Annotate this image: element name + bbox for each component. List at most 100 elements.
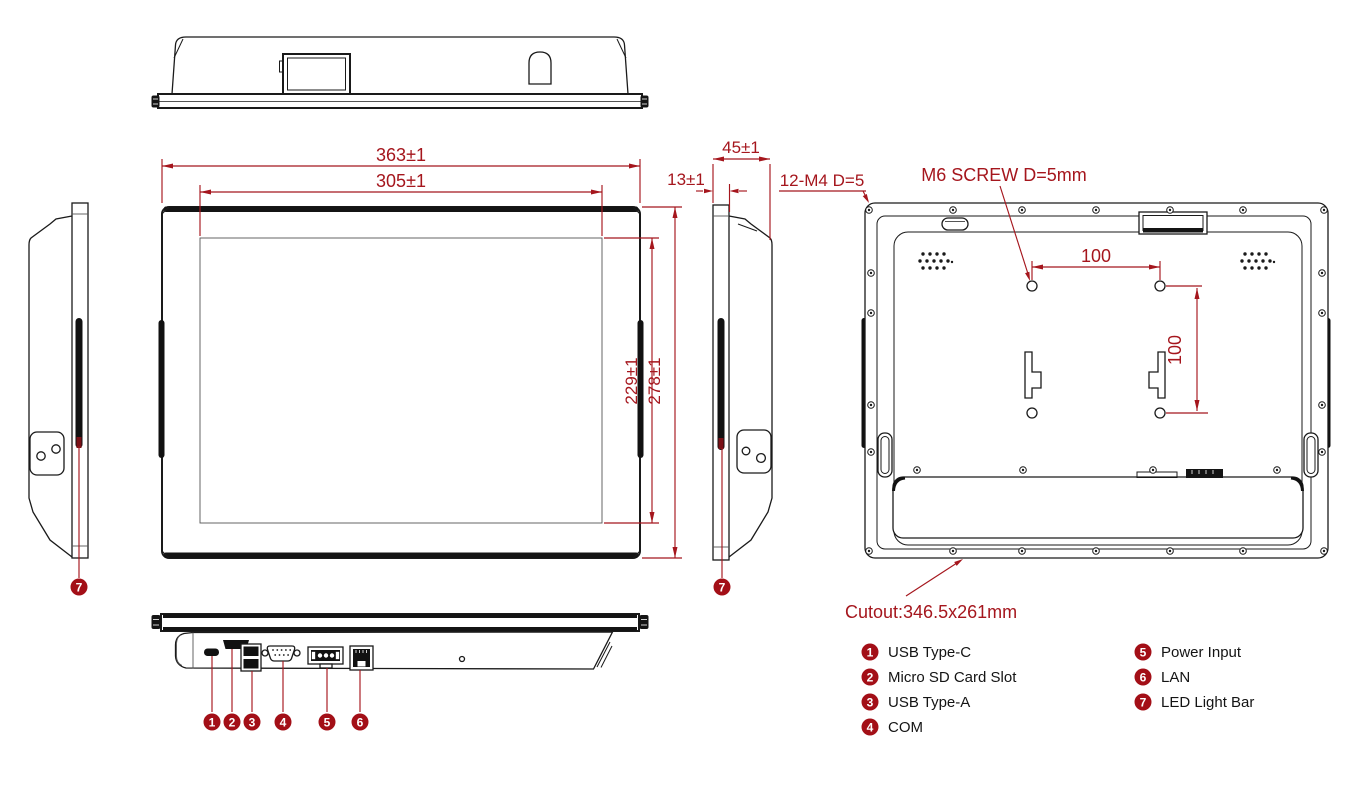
vesa-hole-bottom-right xyxy=(1154,407,1166,419)
dim-vesa-horizontal: 100 xyxy=(1081,246,1111,266)
dim-display-height: 229±1 xyxy=(622,357,641,404)
svg-text:Power Input: Power Input xyxy=(1161,644,1242,661)
rear-module-block-base xyxy=(1143,228,1203,233)
callout-4: 4 xyxy=(274,713,292,731)
led-light-bar-left-edge xyxy=(158,320,165,458)
top-view-left-end-nub xyxy=(151,95,160,108)
front-view xyxy=(158,206,644,559)
annotation-cutout: Cutout:346.5x261mm xyxy=(845,602,1017,622)
legend-badge-7 xyxy=(1134,693,1152,711)
top-view xyxy=(151,36,649,109)
led-light-bar xyxy=(717,318,725,450)
legend-badge-3 xyxy=(861,693,879,711)
recess-corner-right xyxy=(1290,476,1304,492)
svg-text:6: 6 xyxy=(1140,671,1147,685)
led-light-bar xyxy=(75,318,83,448)
top-view-module-block xyxy=(282,53,351,95)
dim-depth: 45±1 xyxy=(722,138,760,157)
legend-item-power: 5 Power Input xyxy=(1134,643,1242,661)
rear-connector-slot xyxy=(1136,471,1178,478)
dim-vesa-vertical: 100 xyxy=(1165,335,1185,365)
svg-text:COM: COM xyxy=(888,719,923,736)
dimension-annotations: 363±1 305±1 229±1 278±1 45±1 13±1 12-M4 … xyxy=(161,138,1208,622)
bracket-hole xyxy=(51,444,61,454)
svg-text:4: 4 xyxy=(280,716,287,730)
callout-5: 5 xyxy=(318,713,336,731)
callout-1: 1 xyxy=(203,713,221,731)
left-side-back-cover xyxy=(28,215,73,558)
legend-item-led-bar: 7 LED Light Bar xyxy=(1134,693,1254,711)
bottom-left-nub xyxy=(151,615,161,629)
top-view-corner-line-left xyxy=(173,38,184,59)
lan-port xyxy=(349,645,374,671)
legend-item-micro-sd: 2 Micro SD Card Slot xyxy=(861,668,1017,686)
legend-badge-4 xyxy=(861,718,879,736)
legend-item-lan: 6 LAN xyxy=(1134,668,1190,686)
vesa-hole-top-left xyxy=(1026,280,1038,292)
legend-badge-1 xyxy=(861,643,879,661)
svg-text:7: 7 xyxy=(719,581,726,595)
vesa-hole-top-right xyxy=(1154,280,1166,292)
bottom-screw-hole xyxy=(458,655,466,663)
annotation-vesa-screw: M6 SCREW D=5mm xyxy=(921,165,1087,185)
svg-text:7: 7 xyxy=(1140,696,1147,710)
svg-text:3: 3 xyxy=(867,696,874,710)
display-active-area xyxy=(199,237,603,524)
port-legend: 1 USB Type-C 2 Micro SD Card Slot 3 USB … xyxy=(861,643,1254,736)
bracket-hole xyxy=(741,446,751,456)
svg-text:5: 5 xyxy=(324,716,331,730)
callout-6: 6 xyxy=(351,713,369,731)
legend-item-usb-a: 3 USB Type-A xyxy=(861,693,970,711)
svg-text:Micro SD Card Slot: Micro SD Card Slot xyxy=(888,669,1017,686)
vesa-hole-bottom-left xyxy=(1026,407,1038,419)
legend-badge-6 xyxy=(1134,668,1152,686)
led-light-bar-tip xyxy=(718,438,724,449)
callout-2: 2 xyxy=(223,713,241,731)
svg-text:USB Type-A: USB Type-A xyxy=(888,694,970,711)
svg-text:1: 1 xyxy=(209,716,216,730)
usb-c-port xyxy=(204,648,219,656)
mount-hook-right xyxy=(1148,351,1166,399)
svg-text:2: 2 xyxy=(229,716,236,730)
side-handle-slot-right xyxy=(1303,432,1319,478)
svg-text:LED Light Bar: LED Light Bar xyxy=(1161,694,1254,711)
callout-3: 3 xyxy=(243,713,261,731)
back-panel xyxy=(893,231,1303,546)
dim-front-thickness: 13±1 xyxy=(667,170,705,189)
bottom-right-nub xyxy=(639,615,649,629)
svg-text:USB Type-C: USB Type-C xyxy=(888,644,971,661)
dim-display-width: 305±1 xyxy=(376,171,426,191)
left-side-view xyxy=(28,202,89,559)
power-input-port xyxy=(307,646,344,669)
svg-text:3: 3 xyxy=(249,716,256,730)
bottom-view xyxy=(151,613,649,672)
callout-7-left: 7 xyxy=(70,578,88,596)
top-view-block-notch xyxy=(279,60,283,73)
bracket-hole xyxy=(755,452,767,464)
svg-text:2: 2 xyxy=(867,671,874,685)
top-view-front-bezel-bar xyxy=(157,93,643,109)
side-handle-slot-left xyxy=(877,432,893,478)
legend-badge-5 xyxy=(1134,643,1152,661)
callouts: 7 7 1 2 3 4 5 6 xyxy=(70,446,731,731)
legend-item-usb-c: 1 USB Type-C xyxy=(861,643,971,661)
svg-text:4: 4 xyxy=(867,721,874,735)
dim-overall-width: 363±1 xyxy=(376,145,426,165)
svg-text:LAN: LAN xyxy=(1161,669,1190,686)
rear-connector xyxy=(1186,469,1223,478)
com-port xyxy=(261,645,301,662)
top-view-back-cover xyxy=(171,36,629,95)
top-view-handle-arch xyxy=(528,51,552,85)
legend-badge-2 xyxy=(861,668,879,686)
dim-overall-height: 278±1 xyxy=(645,357,664,404)
bracket-hole xyxy=(36,451,46,461)
svg-text:6: 6 xyxy=(357,716,364,730)
mounting-bracket xyxy=(29,431,65,476)
legend-item-com: 4 COM xyxy=(861,718,923,736)
callout-7-right: 7 xyxy=(713,578,731,596)
io-recess-area xyxy=(892,476,1304,539)
back-view xyxy=(861,202,1331,559)
right-side-view xyxy=(712,204,773,561)
